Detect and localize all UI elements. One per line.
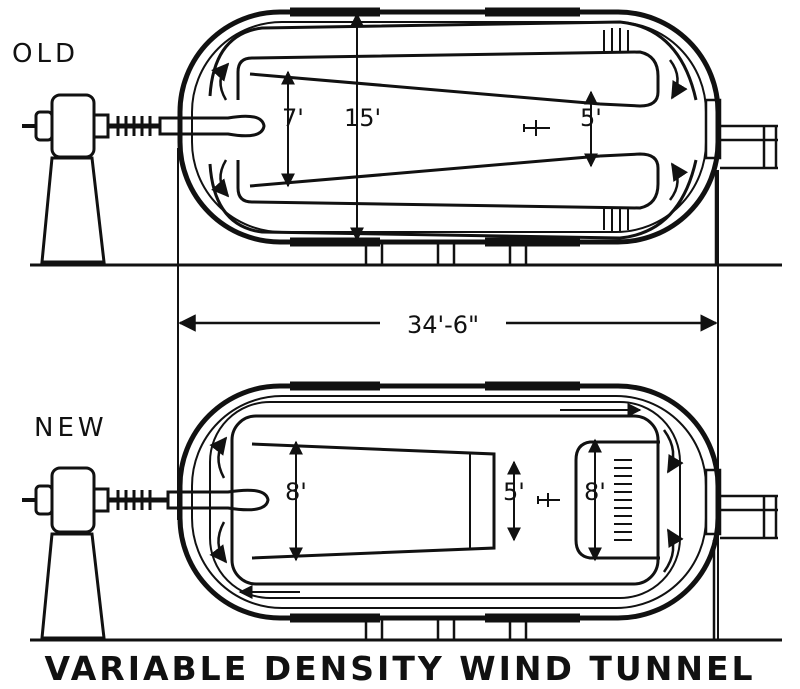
new-tunnel: NEW [22, 381, 782, 642]
old-return-upper [236, 50, 660, 108]
new-support-frame [704, 468, 778, 640]
old-flow-arrow [211, 62, 230, 101]
new-flow-arrow [662, 429, 684, 474]
new-tank-shell [177, 383, 721, 621]
new-exit-dim: 8' [584, 478, 606, 506]
new-test-dim: 5' [503, 478, 525, 506]
new-flow-arrow [209, 521, 228, 564]
new-airplane-model [537, 493, 560, 507]
old-tank-shell [177, 9, 721, 245]
old-motor-pedestal [40, 156, 106, 264]
old-support-frame [704, 98, 778, 265]
new-flow-arrow [662, 528, 684, 573]
old-airplane-model [523, 120, 550, 136]
new-entrance-cone [251, 442, 496, 560]
old-return-lower [236, 152, 660, 210]
new-motor-pedestal [40, 532, 106, 640]
new-entrance-dim: 8' [285, 478, 307, 506]
old-motor [22, 93, 160, 264]
new-label: NEW [34, 413, 108, 443]
old-honeycomb [603, 28, 629, 232]
old-entrance-dim: 7' [282, 104, 304, 132]
old-test-dim: 5' [580, 104, 602, 132]
old-tank-legs [364, 244, 528, 265]
old-diameter-dim: 15' [344, 104, 381, 132]
new-return-duct [230, 414, 660, 586]
new-fan-hub [166, 488, 270, 512]
old-flow-arrow [668, 162, 689, 201]
new-tank-legs [364, 620, 528, 640]
new-honeycomb [614, 459, 632, 541]
new-motor [22, 466, 168, 640]
new-exit-cone [574, 440, 660, 560]
old-flow-arrow [668, 59, 688, 100]
old-motor-housing [50, 93, 96, 159]
old-tunnel: OLD [12, 7, 782, 267]
new-flow-arrow [209, 436, 228, 479]
old-fan-hub [158, 114, 266, 138]
overall-length-dim: 34'-6" [407, 311, 479, 339]
old-label: OLD [12, 39, 79, 69]
old-flow-arrow [211, 159, 230, 198]
old-throat-top [249, 72, 601, 106]
new-motor-housing [50, 466, 96, 534]
diagram-title: VARIABLE DENSITY WIND TUNNEL [44, 649, 755, 688]
old-throat-bottom [249, 154, 601, 188]
